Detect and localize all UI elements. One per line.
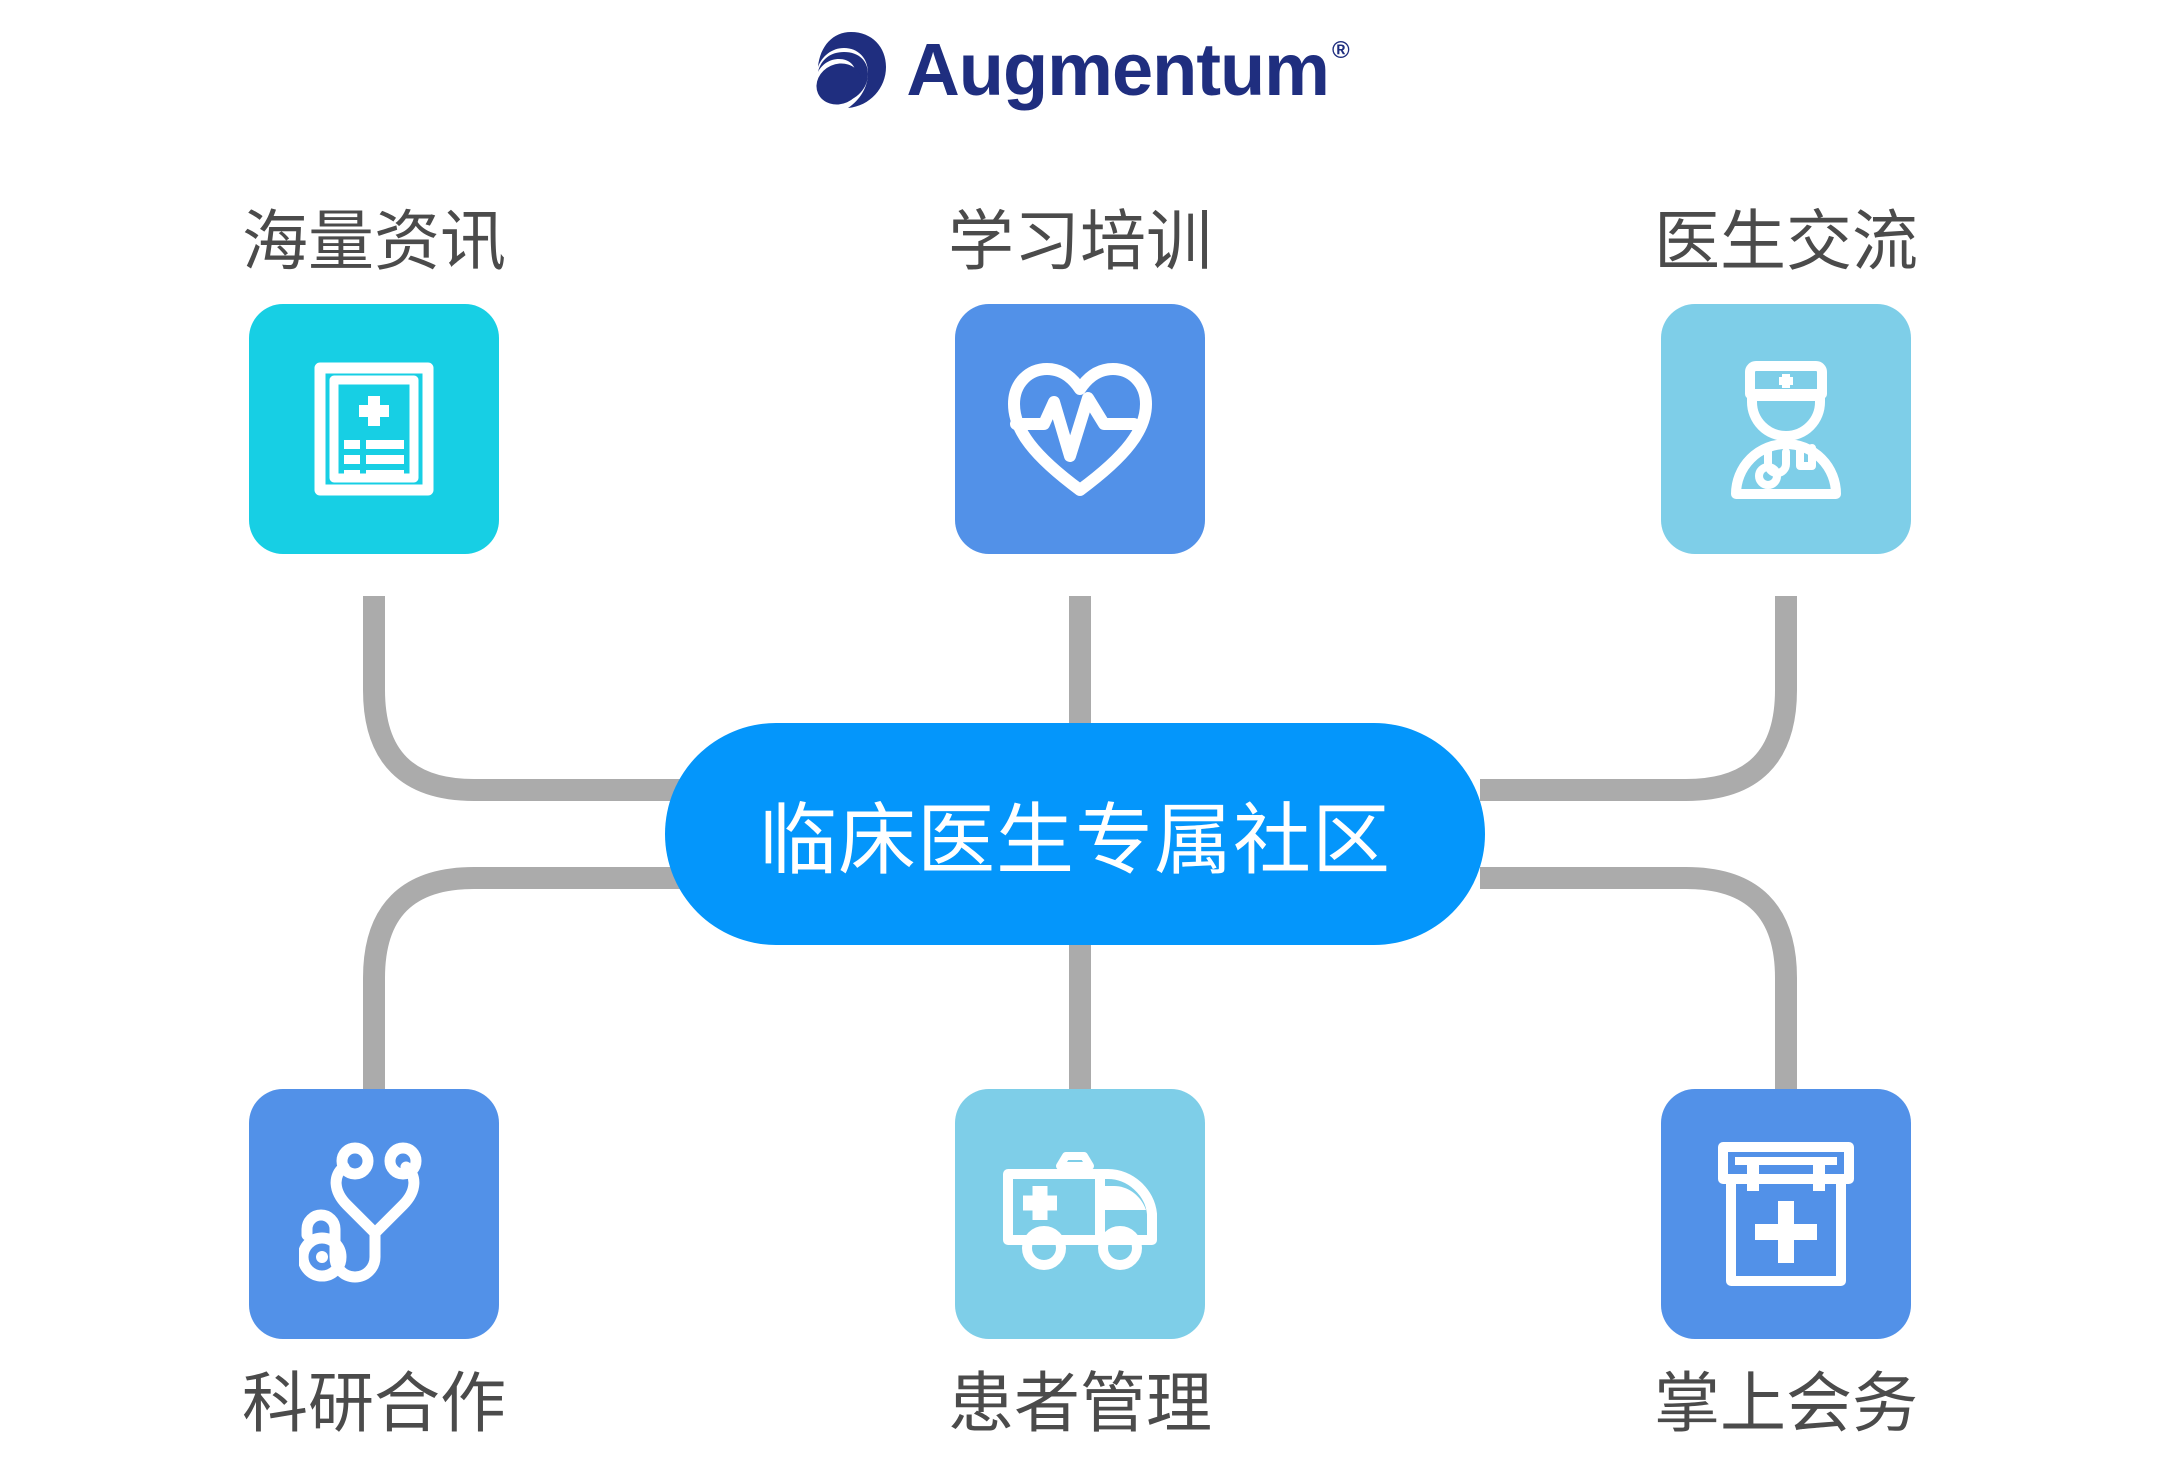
connector-bottom-right (1480, 867, 1797, 1090)
stethoscope-icon (299, 1142, 422, 1283)
tile-doctor-exchange[interactable] (1661, 304, 1911, 555)
connector-top-right (1480, 596, 1797, 801)
node-label-mass-information: 海量资讯 (242, 203, 506, 280)
spiral-swirl-icon (816, 32, 887, 108)
ambulance-icon (1003, 1152, 1157, 1270)
tile-mobile-conference[interactable] (1661, 1089, 1911, 1339)
node-label-patient-management: 患者管理 (948, 1365, 1212, 1442)
center-node-label: 临床医生专属社区 (758, 796, 1391, 886)
brand-wordmark-wrap: Augmentum ® (906, 33, 1349, 107)
connector-top-left (363, 596, 680, 801)
brand-wordmark: Augmentum (906, 28, 1330, 111)
doctor-stethoscope-person-icon (1731, 361, 1841, 500)
brand-logo: Augmentum ® (0, 22, 2160, 118)
tile-learning-training[interactable] (955, 304, 1205, 555)
tile-patient-management[interactable] (955, 1089, 1205, 1339)
node-label-research-cooperation: 科研合作 (242, 1365, 506, 1442)
medical-calendar-icon (1718, 1142, 1854, 1286)
node-learning-training[interactable]: 学习培训 (910, 203, 1250, 555)
node-label-doctor-exchange: 医生交流 (1654, 203, 1918, 280)
connector-bottom-left (363, 867, 680, 1090)
tile-research-cooperation[interactable] (249, 1089, 499, 1339)
node-label-mobile-conference: 掌上会务 (1654, 1365, 1918, 1442)
center-node[interactable]: 临床医生专属社区 (665, 723, 1485, 945)
node-mobile-conference[interactable]: 掌上会务 (1616, 1089, 1956, 1438)
heart-pulse-icon (1008, 363, 1152, 497)
node-mass-information[interactable]: 海量资讯 (204, 203, 544, 555)
medical-record-document-icon (314, 362, 434, 496)
registered-trademark-icon: ® (1331, 37, 1350, 64)
node-doctor-exchange[interactable]: 医生交流 (1616, 203, 1956, 555)
node-research-cooperation[interactable]: 科研合作 (204, 1089, 544, 1438)
node-label-learning-training: 学习培训 (948, 203, 1212, 280)
tile-mass-information[interactable] (249, 304, 499, 555)
node-patient-management[interactable]: 患者管理 (910, 1089, 1250, 1438)
